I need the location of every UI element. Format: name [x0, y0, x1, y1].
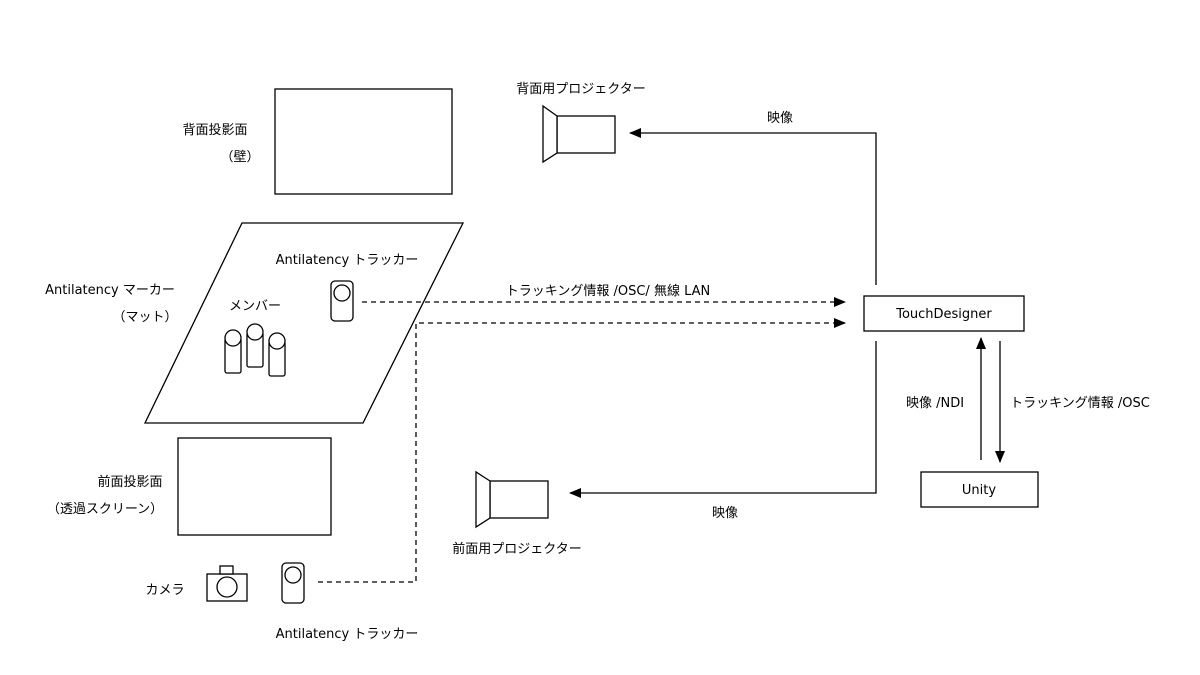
edge-front-video-label: 映像 [712, 506, 738, 521]
camera-icon [206, 565, 248, 602]
front-surface-sublabel: （透過スクリーン） [47, 502, 163, 517]
edge-ndi-label: 映像 /NDI [906, 396, 964, 411]
touchdesigner-label: TouchDesigner [895, 307, 992, 322]
rear-projector-label: 背面用プロジェクター [516, 82, 645, 97]
camera-label: カメラ [145, 583, 184, 598]
rear-projector-icon [542, 104, 616, 164]
unity-label: Unity [962, 483, 996, 498]
front-projector-icon [475, 470, 549, 529]
tracker-bottom-label: Antilatency トラッカー [276, 627, 419, 642]
tracker-top-label: Antilatency トラッカー [276, 253, 419, 268]
edge-td-to-rear-projector [629, 128, 877, 285]
rear-surface-sublabel: （壁） [220, 150, 259, 165]
marker-sublabel: （マット） [112, 310, 177, 325]
tracker-bottom-icon [281, 562, 305, 604]
unity-node [920, 471, 1039, 508]
rear-surface-label: 背面投影面 [182, 122, 247, 138]
front-projection-surface [177, 437, 332, 536]
edge-td-to-front-projector [569, 341, 877, 498]
marker-label: Antilatency マーカー [45, 283, 175, 298]
antilatency-marker-mat [143, 222, 465, 424]
edge-tracking-osc-label: トラッキング情報 /OSC [1010, 396, 1150, 411]
rear-projection-surface [274, 88, 453, 195]
front-surface-label: 前面投影面 [97, 474, 162, 490]
edge-tracking-lan-label: トラッキング情報 /OSC/ 無線 LAN [506, 283, 711, 299]
tracker-top-icon [330, 280, 354, 322]
members-label: メンバー [229, 299, 281, 314]
front-projector-label: 前面用プロジェクター [452, 541, 581, 557]
touchdesigner-node [863, 295, 1025, 332]
members-icon [224, 323, 286, 377]
edge-rear-video-label: 映像 [767, 111, 793, 126]
edge-tracker-bottom-to-td [318, 318, 846, 583]
